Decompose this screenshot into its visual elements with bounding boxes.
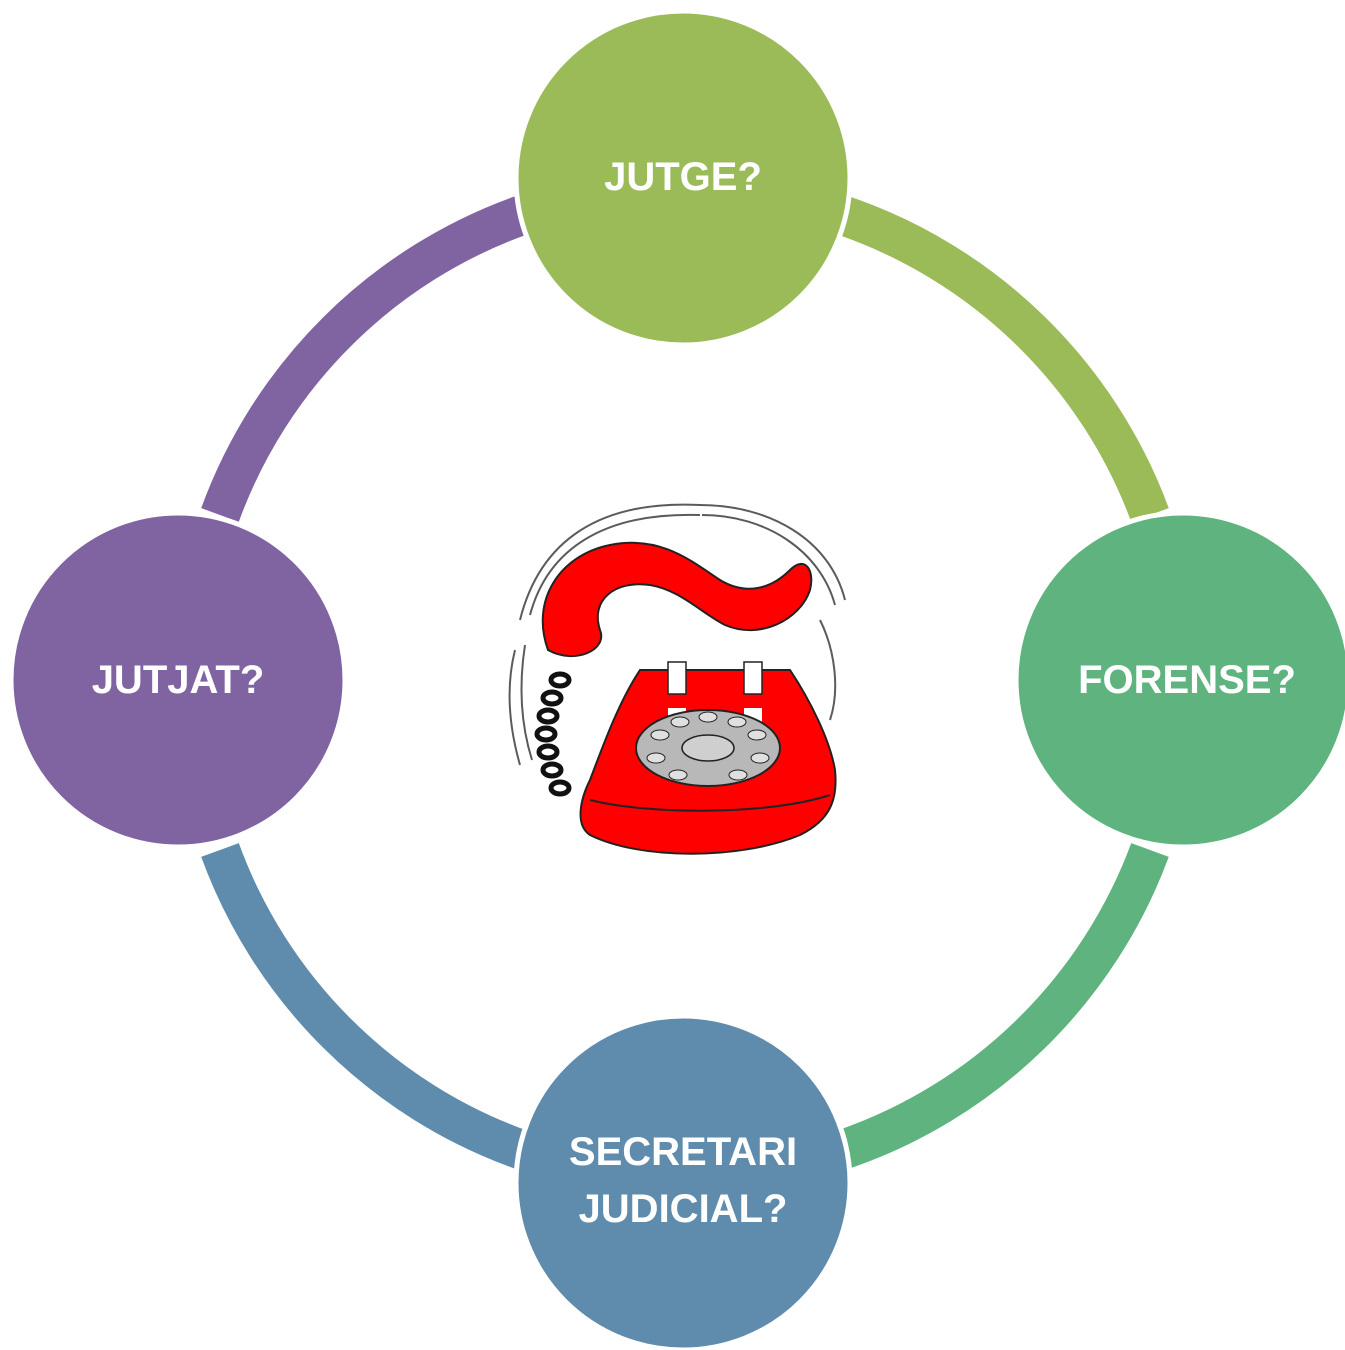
arc-jutge-forense	[835, 196, 1169, 522]
node-jutjat: JUTJAT?	[8, 510, 348, 850]
node-forense: FORENSE?	[1013, 510, 1345, 850]
red-telephone-icon	[508, 503, 846, 855]
node-jutjat-label: JUTJAT?	[92, 658, 265, 702]
node-secretari-judicial: SECRETARI JUDICIAL?	[513, 1013, 853, 1350]
svg-text:JUTGE?: JUTGE?	[604, 155, 762, 199]
svg-text:SECRETARI: SECRETARI	[569, 1130, 797, 1174]
node-jutge-label: JUTGE?	[604, 155, 762, 199]
node-secretari-label-line2: JUDICIAL?	[579, 1187, 788, 1231]
arc-jutjat-jutge	[201, 196, 529, 522]
node-jutge: JUTGE?	[513, 8, 853, 348]
node-forense-label: FORENSE?	[1078, 658, 1296, 702]
cycle-ring	[201, 196, 1169, 1169]
svg-text:JUDICIAL?: JUDICIAL?	[579, 1187, 788, 1231]
arc-forense-secretari	[835, 843, 1169, 1169]
svg-text:JUTJAT?: JUTJAT?	[92, 658, 265, 702]
node-secretari-label-line1: SECRETARI	[569, 1130, 797, 1174]
svg-text:FORENSE?: FORENSE?	[1078, 658, 1296, 702]
arc-secretari-jutjat	[201, 843, 529, 1169]
